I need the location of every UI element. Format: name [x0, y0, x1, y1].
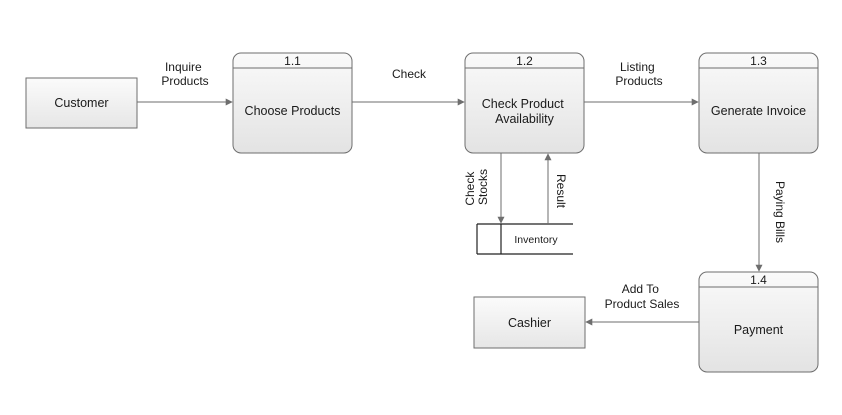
process-1-4-id: 1.4: [750, 273, 767, 287]
flow-check-stocks-line-2: Stocks: [476, 169, 490, 205]
flow-add-to-product-sales-line-1: Add To: [622, 282, 659, 296]
process-1-1[interactable]: 1.1 Choose Products: [232, 52, 353, 154]
process-1-3-name: Generate Invoice: [711, 104, 806, 118]
flow-inquire-products-label: Inquire Products: [161, 60, 208, 88]
flow-inquire-products[interactable]: Inquire Products: [137, 60, 233, 106]
entity-cashier-label: Cashier: [508, 316, 551, 330]
flow-result[interactable]: Result: [544, 153, 568, 224]
process-1-3-name-line: Generate Invoice: [711, 104, 806, 118]
flow-check-stocks-label: Check Stocks: [463, 168, 490, 205]
flow-paying-bills-line: Paying Bills: [773, 181, 787, 243]
process-1-4[interactable]: 1.4 Payment: [698, 271, 819, 373]
flow-result-label: Result: [554, 174, 568, 209]
flow-check-line: Check: [392, 67, 427, 81]
process-1-2-name: Check Product Availability: [482, 97, 567, 126]
process-1-2-name-line-2: Availability: [495, 112, 555, 126]
flow-check-stocks[interactable]: Check Stocks: [463, 153, 505, 224]
process-1-2-id: 1.2: [516, 54, 533, 68]
process-1-4-name: Payment: [734, 323, 784, 337]
process-1-1-name-line: Choose Products: [245, 104, 341, 118]
datastore-inventory-label: Inventory: [514, 234, 558, 246]
flow-listing-products-line-2: Products: [615, 74, 662, 88]
entity-customer-label: Customer: [54, 96, 108, 110]
process-1-4-name-line: Payment: [734, 323, 784, 337]
flow-check-label: Check: [392, 67, 427, 81]
process-1-3[interactable]: 1.3 Generate Invoice: [698, 52, 819, 154]
flow-listing-products-line-1: Listing: [620, 60, 655, 74]
flow-check-stocks-line-1: Check: [463, 171, 477, 206]
flow-paying-bills-label: Paying Bills: [773, 181, 787, 243]
process-1-2[interactable]: 1.2 Check Product Availability: [464, 52, 585, 154]
process-1-1-name: Choose Products: [245, 104, 341, 118]
entity-cashier[interactable]: Cashier: [473, 296, 586, 349]
flow-result-line: Result: [554, 174, 568, 209]
flow-inquire-products-line-2: Products: [161, 74, 208, 88]
flow-listing-products[interactable]: Listing Products: [584, 60, 699, 106]
flow-add-to-product-sales[interactable]: Add To Product Sales: [585, 282, 699, 326]
datastore-inventory[interactable]: Inventory: [476, 223, 573, 255]
flow-inquire-products-line-1: Inquire: [165, 60, 202, 74]
process-1-3-id: 1.3: [750, 54, 767, 68]
flow-check[interactable]: Check: [352, 67, 465, 106]
flow-add-to-product-sales-label: Add To Product Sales: [605, 282, 680, 311]
process-1-2-name-line-1: Check Product: [482, 97, 565, 111]
flow-add-to-product-sales-line-2: Product Sales: [605, 297, 680, 311]
flow-paying-bills[interactable]: Paying Bills: [755, 153, 787, 272]
entity-customer[interactable]: Customer: [25, 77, 138, 129]
flow-listing-products-label: Listing Products: [615, 60, 662, 88]
process-1-1-id: 1.1: [284, 54, 301, 68]
